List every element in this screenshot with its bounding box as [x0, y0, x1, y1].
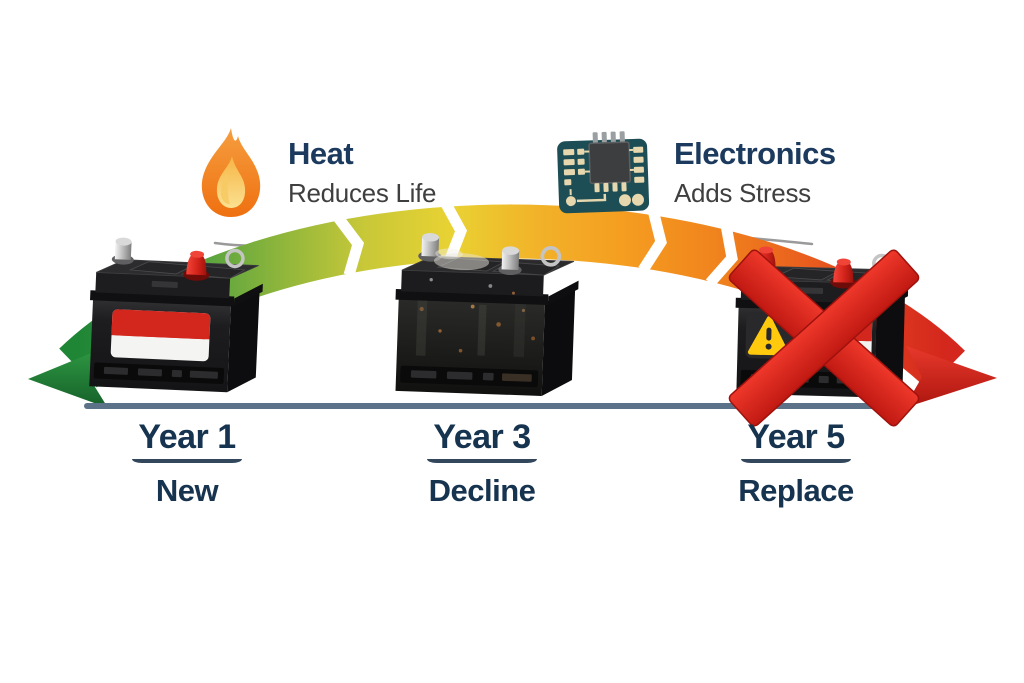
red-arrowhead	[904, 346, 997, 408]
stage-2-underline	[427, 459, 537, 464]
stage-3-status-label: Replace	[738, 473, 854, 509]
electronics-annotation: Electronics Adds Stress	[674, 136, 836, 209]
electronics-subtitle: Adds Stress	[674, 177, 811, 208]
embossed-marking	[151, 280, 178, 288]
red-x-icon	[728, 249, 920, 427]
stage-year-3: Year 3 Decline	[372, 418, 592, 509]
stage-2-year-label: Year 3	[433, 418, 531, 456]
red-terminal-cap	[186, 252, 207, 276]
corrosion-speckles	[415, 248, 536, 358]
stage-year-1: Year 1 New	[77, 418, 297, 509]
timeline-bar	[84, 403, 906, 409]
flame-icon	[194, 126, 268, 220]
stage-1-underline	[132, 459, 242, 464]
electronics-title: Electronics	[674, 136, 836, 171]
battery-declining	[395, 232, 579, 396]
heat-title: Heat	[288, 136, 354, 171]
stage-3-year-label: Year 5	[747, 418, 845, 456]
arc-chevron-gaps	[332, 199, 738, 287]
stage-1-year-label: Year 1	[138, 418, 236, 456]
stage-1-status-label: New	[155, 473, 219, 509]
heat-annotation: Heat Reduces Life	[288, 136, 437, 209]
battery-new	[89, 237, 263, 393]
battery-label	[110, 309, 211, 362]
green-arrowhead	[28, 347, 108, 408]
heat-subtitle: Reduces Life	[288, 177, 437, 208]
stage-3-underline	[741, 459, 851, 464]
chip-icon	[556, 130, 650, 216]
stage-2-status-label: Decline	[428, 473, 536, 509]
stage-year-5: Year 5 Replace	[686, 418, 906, 509]
